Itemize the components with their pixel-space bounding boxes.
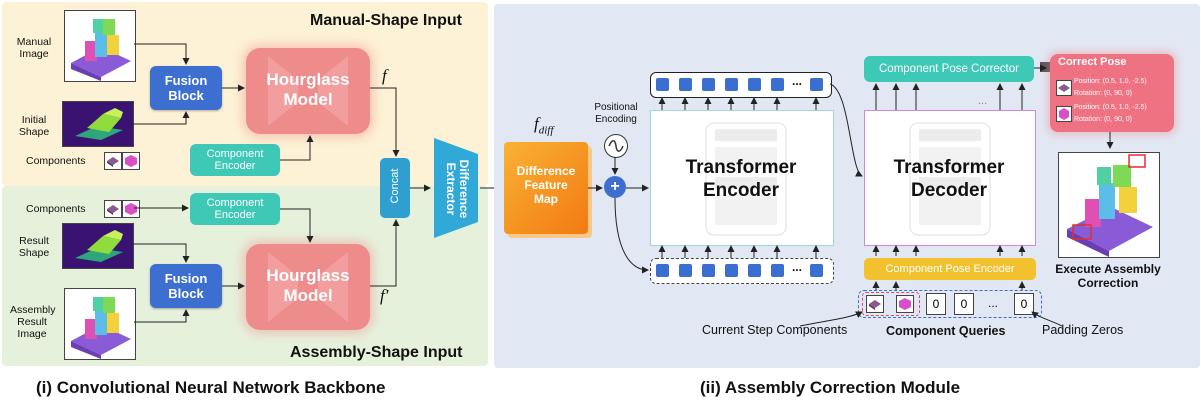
fusion-block-bottom: Fusion Block [150, 264, 222, 308]
assembly-shape-title: Assembly-Shape Input [290, 344, 463, 361]
component-encoder-bottom: Component Encoder [190, 193, 280, 225]
query-component-icon-1 [866, 295, 884, 313]
result-shape-image [62, 223, 134, 269]
plus-symbol: + [610, 178, 620, 195]
component-pose-encoder-label: Component Pose Encoder [885, 263, 1015, 275]
left-arrows [132, 43, 500, 323]
padding-zero: 0 [954, 293, 974, 315]
pose-position-1: Position: (0.5, 1.0, -2.5) [1074, 78, 1147, 85]
component-icon-bottom-2 [122, 200, 140, 218]
component-pose-corrector: Component Pose Corrector [864, 56, 1034, 82]
pose-component-icon-2 [1056, 106, 1072, 122]
token [725, 264, 738, 277]
transformer-decoder-label: Transformer Decoder [893, 157, 1005, 201]
initial-shape-image [62, 101, 134, 147]
token [725, 78, 738, 91]
pose-rotation-1: Rotation: (0, 90, 0) [1074, 90, 1132, 97]
pose-rotation-2: Rotation: (0, 90, 0) [1074, 116, 1132, 123]
transformer-encoder [650, 110, 834, 246]
assembly-result-image [64, 288, 136, 360]
padding-zero: 0 [1014, 293, 1034, 315]
encoder-input-tokens [650, 258, 834, 284]
feature-f-label: f [382, 66, 387, 85]
pose-position-2: Position: (0.5, 1.0, -2.5) [1074, 104, 1147, 111]
components-label-top: Components [26, 155, 86, 167]
padding-zero: 0 [926, 293, 946, 315]
hourglass-model-bottom-label: Hourglass Model [266, 266, 350, 305]
manual-shape-title: Manual-Shape Input [310, 12, 462, 29]
component-icon-top-1 [104, 152, 122, 170]
components-label-bottom: Components [26, 203, 86, 215]
corrected-assembly-image [1058, 152, 1160, 258]
initial-shape-label: Initial Shape [18, 114, 50, 138]
token [771, 78, 784, 91]
difference-extractor-shape [434, 138, 478, 238]
left-caption: (i) Convolutional Neural Network Backbon… [36, 378, 386, 397]
manual-image [64, 10, 136, 82]
padding-zeros-label: Padding Zeros [1042, 323, 1124, 337]
hourglass-model-bottom: Hourglass Model [246, 244, 370, 330]
difference-feature-map [504, 142, 588, 234]
concat-block [380, 158, 410, 218]
f-diff-main: f [534, 114, 539, 133]
component-icon-bottom-1 [104, 200, 122, 218]
token [656, 78, 669, 91]
component-encoder-top: Component Encoder [190, 144, 280, 176]
token [656, 264, 669, 277]
ellipsis-top: ... [792, 74, 803, 88]
assembly-result-label: Assembly Result Image [10, 304, 56, 340]
plus-node: + [604, 176, 626, 198]
transformer-encoder-label: Transformer Encoder [685, 157, 797, 201]
manual-image-label: Manual Image [16, 36, 52, 60]
current-step-components-label: Current Step Components [702, 323, 848, 337]
svg-text:...: ... [978, 95, 987, 107]
ellipsis-queries: ... [988, 296, 999, 310]
token [679, 78, 692, 91]
current-step-box [862, 292, 920, 316]
f-diff-subscript: diff [538, 124, 554, 137]
component-queries-box [858, 290, 1042, 318]
component-icon-top-2 [122, 152, 140, 170]
token [748, 264, 761, 277]
execute-assembly-correction-label: Execute Assembly Correction [1055, 262, 1161, 290]
right-caption: (ii) Assembly Correction Module [700, 378, 961, 397]
difference-feature-map-label: Difference Feature Map [516, 164, 576, 206]
token [810, 264, 823, 277]
token [748, 78, 761, 91]
result-shape-label: Result Shape [18, 235, 50, 259]
pose-component-icon-1 [1056, 80, 1072, 96]
feature-f-prime-label: f′ [380, 286, 389, 305]
transformer-decoder [864, 110, 1036, 246]
token [679, 264, 692, 277]
ellipsis-bottom: ... [792, 260, 803, 274]
correct-pose-title: Correct Pose [1058, 56, 1127, 68]
f-diff-label: fdiff [534, 114, 553, 136]
hourglass-model-top-label: Hourglass Model [266, 70, 350, 109]
component-queries-label: Component Queries [886, 324, 1006, 338]
positional-encoding-label: Positional Encoding [594, 102, 638, 125]
component-pose-encoder [864, 258, 1036, 280]
correct-pose-card: Correct Pose Position: (0.5, 1.0, -2.5) … [1050, 54, 1174, 132]
query-component-icon-2 [896, 295, 914, 313]
token [702, 264, 715, 277]
positional-encoding-icon [604, 134, 628, 158]
token [810, 78, 823, 91]
token [702, 78, 715, 91]
hourglass-model-top: Hourglass Model [246, 48, 370, 134]
fusion-block-top: Fusion Block [150, 66, 222, 110]
right-arrows: ... [588, 64, 1114, 327]
token [771, 264, 784, 277]
